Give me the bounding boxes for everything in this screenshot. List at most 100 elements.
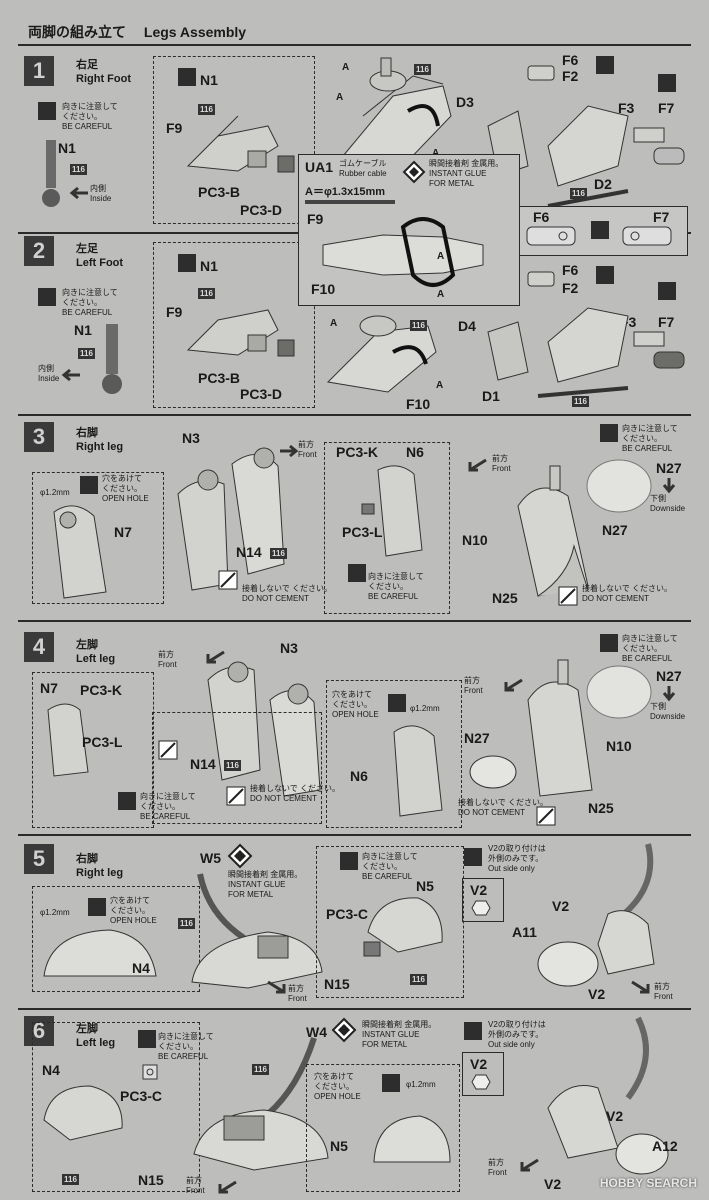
part-n5: N5 bbox=[330, 1138, 348, 1154]
part-d1: D1 bbox=[482, 388, 500, 404]
glue-drop-icon bbox=[591, 221, 609, 239]
anchor-a: A bbox=[330, 318, 338, 329]
metal-wire-drawing bbox=[266, 1037, 317, 1117]
part-pc3l: PC3-L bbox=[82, 734, 123, 750]
no-cement-detail-box bbox=[152, 712, 322, 824]
part-n4: N4 bbox=[42, 1062, 60, 1078]
careful-en: BE CAREFUL bbox=[158, 1052, 209, 1061]
hexagon-icon bbox=[471, 900, 491, 916]
part-v2: V2 bbox=[470, 1056, 488, 1072]
pc3-detail-box bbox=[316, 846, 464, 998]
part-n27: N27 bbox=[656, 460, 682, 476]
glue-label: 瞬間接着剤 金属用。INSTANT GLUE FOR METAL bbox=[362, 1020, 436, 1050]
pc-part-icon bbox=[142, 1064, 158, 1080]
leg-halves-drawing bbox=[207, 661, 321, 797]
front-jp: 前方 bbox=[288, 984, 304, 993]
open-hole-box bbox=[32, 472, 164, 604]
front-en: Front bbox=[488, 1168, 507, 1177]
tag-116: 116 bbox=[70, 164, 87, 175]
glue-drop-icon bbox=[340, 852, 358, 870]
step-label-en: Right Foot bbox=[76, 73, 131, 85]
part-pc3b: PC3-B bbox=[198, 184, 241, 200]
no-cement-en: DO NOT CEMENT bbox=[242, 594, 309, 603]
careful-en: BE CAREFUL bbox=[62, 308, 113, 317]
downside-jp: 下側 bbox=[650, 494, 666, 503]
step-number: 6 bbox=[24, 1016, 54, 1046]
downside-en: Downside bbox=[650, 712, 686, 721]
glue-drop-icon bbox=[118, 792, 136, 810]
downside-arrow-icon bbox=[662, 478, 676, 494]
part-n27: N27 bbox=[464, 730, 490, 746]
no-cement-icon bbox=[226, 786, 246, 806]
pc3-detail-box bbox=[32, 1022, 200, 1192]
step-label-jp: 左脚 bbox=[76, 1023, 98, 1035]
part-w5: W5 bbox=[200, 850, 221, 866]
part-a12: A12 bbox=[652, 1138, 678, 1154]
careful-note: 向きに注意して ください。BE CAREFUL bbox=[140, 792, 196, 822]
downside-jp: 下側 bbox=[650, 702, 666, 711]
tag-116: 116 bbox=[570, 188, 587, 199]
careful-jp: 向きに注意して ください。 bbox=[622, 424, 678, 443]
open-hole-note: 穴をあけて ください。OPEN HOLE bbox=[110, 896, 157, 926]
drill-icon bbox=[388, 694, 406, 712]
glue-label: 瞬間接着剤 金属用。INSTANT GLUE FOR METAL bbox=[228, 870, 302, 900]
page-title: 両脚の組み立て Legs Assembly bbox=[28, 24, 247, 40]
hole-size: φ1.2mm bbox=[40, 908, 70, 917]
glue-drop-icon bbox=[600, 634, 618, 652]
glue-drop-icon bbox=[464, 848, 482, 866]
part-f7: F7 bbox=[653, 209, 670, 225]
careful-en: BE CAREFUL bbox=[368, 592, 419, 601]
tag-116: 116 bbox=[198, 104, 215, 115]
careful-note: 向きに注意して ください。BE CAREFUL bbox=[362, 852, 418, 882]
careful-en: BE CAREFUL bbox=[622, 444, 673, 453]
part-f6: F6 bbox=[562, 52, 579, 68]
part-n27: N27 bbox=[602, 522, 628, 538]
metal-wire-drawing bbox=[197, 873, 246, 941]
leg-inner-drawing bbox=[47, 703, 89, 777]
step-2-detail-box bbox=[153, 242, 315, 408]
tag-116: 116 bbox=[252, 1064, 269, 1075]
tag-116: 116 bbox=[224, 760, 241, 771]
page-header: 両脚の組み立て Legs Assembly bbox=[0, 0, 709, 46]
careful-en: BE CAREFUL bbox=[362, 872, 413, 881]
shield-dome-drawing bbox=[586, 665, 652, 719]
no-cement-note: 接着しないで ください。DO NOT CEMENT bbox=[242, 584, 332, 604]
no-cement-icon bbox=[558, 586, 578, 606]
part-f9: F9 bbox=[166, 120, 183, 136]
front-jp: 前方 bbox=[298, 440, 314, 449]
careful-note: 向きに注意して ください。BE CAREFUL bbox=[62, 102, 118, 132]
part-a11: A11 bbox=[512, 924, 537, 940]
glue-label: 瞬間接着剤 金属用。INSTANT GLUE FOR METAL bbox=[429, 159, 503, 189]
front-arrow-icon bbox=[631, 980, 650, 994]
glue-drop-icon bbox=[464, 1022, 482, 1040]
part-f10: F10 bbox=[311, 281, 336, 297]
step-label-jp: 左脚 bbox=[76, 639, 98, 651]
part-ua1: UA1 bbox=[305, 159, 334, 175]
open-hole-en: OPEN HOLE bbox=[332, 710, 379, 719]
inside-arrow-icon bbox=[61, 368, 80, 382]
front-en: Front bbox=[298, 450, 317, 459]
f6-f7-detail-box: F6 F7 bbox=[512, 206, 688, 256]
tag-116: 116 bbox=[410, 974, 427, 985]
part-d4: D4 bbox=[458, 318, 476, 334]
downside-arrow-icon bbox=[662, 686, 676, 702]
glue-drop-icon bbox=[178, 68, 196, 86]
step-label-en: Right leg bbox=[76, 867, 124, 879]
no-cement-icon bbox=[158, 740, 178, 760]
front-en: Front bbox=[654, 992, 673, 1001]
part-n6: N6 bbox=[350, 768, 368, 784]
part-d2: D2 bbox=[594, 176, 612, 192]
step-number: 5 bbox=[24, 844, 54, 874]
part-pc3d: PC3-D bbox=[240, 202, 283, 218]
